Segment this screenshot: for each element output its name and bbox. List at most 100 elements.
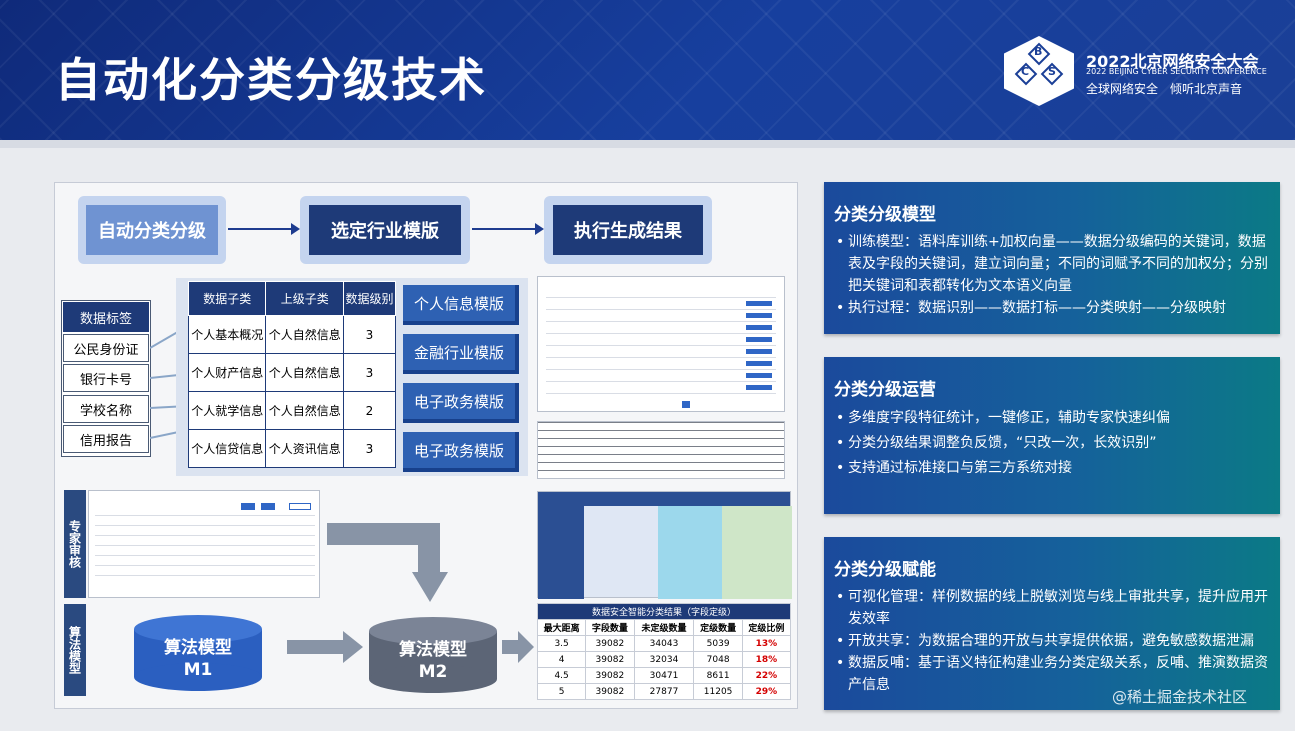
conference-logo: B C S xyxy=(1004,36,1074,106)
mapping-cell: 个人就学信息 xyxy=(187,391,267,430)
result-cell: 32034 xyxy=(633,651,695,668)
mapping-cell: 3 xyxy=(342,429,397,468)
classification-result-table: 数据安全智能分类结果（字段定级） 最大距离字段数量未定级数量定级数量定级比例 3… xyxy=(536,603,792,700)
result-cell: 4 xyxy=(536,651,587,668)
analysis-table-screenshot xyxy=(537,491,792,599)
result-ratio: 13% xyxy=(741,635,792,652)
data-tag-item: 信用报告 xyxy=(63,425,149,453)
mapping-cell: 个人自然信息 xyxy=(265,315,344,354)
result-cell: 8611 xyxy=(693,667,743,684)
mapping-cell: 个人基本概况 xyxy=(187,315,267,354)
card-title: 分类分级模型 xyxy=(834,205,936,225)
watermark: @稀土掘金技术社区 xyxy=(1112,688,1248,706)
bent-arrow-vertical xyxy=(418,523,440,573)
card-item: 执行过程：数据识别——数据打标——分类映射——分级映射 xyxy=(834,297,1270,319)
mapping-cell: 个人信贷信息 xyxy=(187,429,267,468)
flow-step3: 执行生成结果 xyxy=(553,205,703,255)
card-title: 分类分级赋能 xyxy=(834,560,936,580)
mapping-header: 数据级别 xyxy=(342,281,397,316)
result-ratio: 29% xyxy=(741,683,792,700)
card-item: 训练模型：语料库训练+加权向量——数据分级编码的关键词，数据表及字段的关键词，建… xyxy=(834,231,1270,297)
bent-arrow-horizontal xyxy=(327,523,440,545)
card-item: 多维度字段特征统计，一键修正，辅助专家快速纠偏 xyxy=(834,406,1270,431)
result-cell: 3.5 xyxy=(536,635,587,652)
model-arrow-body xyxy=(287,640,343,654)
result-header: 最大距离 xyxy=(536,619,587,636)
data-tag-item: 银行卡号 xyxy=(63,364,149,392)
divider-band xyxy=(0,140,1295,148)
template-finance: 金融行业模版 xyxy=(403,334,519,374)
logo-letter-s: S xyxy=(1048,65,1056,78)
flow-arrow-2 xyxy=(472,223,544,235)
template-egov: 电子政务模版 xyxy=(403,383,519,423)
mapping-cell: 2 xyxy=(342,391,397,430)
result-header: 定级比例 xyxy=(741,619,792,636)
result-cell: 30471 xyxy=(633,667,695,684)
card-item: 数据反哺：基于语义特征构建业务分类定级关系，反哺、推演数据资产信息 xyxy=(834,652,1270,696)
result-cell: 39082 xyxy=(585,683,635,700)
expert-review-screenshot xyxy=(88,490,320,598)
result-arrow-body xyxy=(502,640,518,654)
result-list-screenshot xyxy=(537,276,785,412)
side-label-expert: 专家审核 xyxy=(64,490,86,598)
flow-step2: 选定行业模版 xyxy=(309,205,461,255)
data-tag-header: 数据标签 xyxy=(63,302,149,332)
template-personal: 个人信息模版 xyxy=(403,285,519,325)
result-header: 字段数量 xyxy=(585,619,635,636)
data-tag-item: 公民身份证 xyxy=(63,334,149,362)
result-arrow-head xyxy=(518,631,534,663)
header-banner: 自动化分类分级技术 B C S 2022北京网络安全大会 2022 BEIJIN… xyxy=(0,0,1295,140)
result-grid-screenshot xyxy=(537,421,785,479)
card-title: 分类分级运营 xyxy=(834,380,936,400)
card-model: 分类分级模型 训练模型：语料库训练+加权向量——数据分级编码的关键词，数据表及字… xyxy=(824,182,1280,334)
result-cell: 5039 xyxy=(693,635,743,652)
mapping-cell: 个人财产信息 xyxy=(187,353,267,392)
model-m2-label: 算法模型 xyxy=(399,640,467,660)
model-arrow-head xyxy=(343,631,363,663)
data-tag-item: 学校名称 xyxy=(63,395,149,423)
flow-arrow-1 xyxy=(228,223,300,235)
card-item: 开放共享：为数据合理的开放与共享提供依据，避免敏感数据泄漏 xyxy=(834,630,1270,652)
conference-slogan: 全球网络安全 倾听北京声音 xyxy=(1086,82,1243,96)
template-egov-2: 电子政务模版 xyxy=(403,432,519,472)
result-ratio: 18% xyxy=(741,651,792,668)
mapping-cell: 3 xyxy=(342,353,397,392)
result-cell: 39082 xyxy=(585,667,635,684)
result-ratio: 22% xyxy=(741,667,792,684)
result-cell: 39082 xyxy=(585,651,635,668)
mapping-cell: 3 xyxy=(342,315,397,354)
card-item: 支持通过标准接口与第三方系统对接 xyxy=(834,456,1270,481)
card-item: 分类分级结果调整负反馈，“只改一次，长效识别” xyxy=(834,431,1270,456)
logo-letter-c: C xyxy=(1021,65,1030,78)
result-header: 定级数量 xyxy=(693,619,743,636)
result-cell: 39082 xyxy=(585,635,635,652)
mapping-cell: 个人资讯信息 xyxy=(265,429,344,468)
result-header: 未定级数量 xyxy=(633,619,695,636)
model-m2-code: M2 xyxy=(418,662,448,682)
result-cell: 11205 xyxy=(693,683,743,700)
result-caption: 数据安全智能分类结果（字段定级） xyxy=(537,603,791,620)
model-m1-label: 算法模型 xyxy=(164,638,232,658)
conference-title-en: 2022 BEIJING CYBER SECURITY CONFERENCE xyxy=(1086,67,1267,76)
page-title: 自动化分类分级技术 xyxy=(55,53,487,107)
bent-arrow-head xyxy=(412,572,448,602)
card-empower: 分类分级赋能 可视化管理：样例数据的线上脱敏浏览与线上审批共享，提升应用开发效率… xyxy=(824,537,1280,710)
logo-letter-b: B xyxy=(1034,45,1043,58)
result-cell: 7048 xyxy=(693,651,743,668)
model-m1-code: M1 xyxy=(183,660,213,680)
mapping-cell: 个人自然信息 xyxy=(265,353,344,392)
mapping-cell: 个人自然信息 xyxy=(265,391,344,430)
card-operation: 分类分级运营 多维度字段特征统计，一键修正，辅助专家快速纠偏 分类分级结果调整负… xyxy=(824,357,1280,514)
flow-step1: 自动分类分级 xyxy=(86,205,218,255)
result-cell: 34043 xyxy=(633,635,695,652)
result-cell: 4.5 xyxy=(536,667,587,684)
